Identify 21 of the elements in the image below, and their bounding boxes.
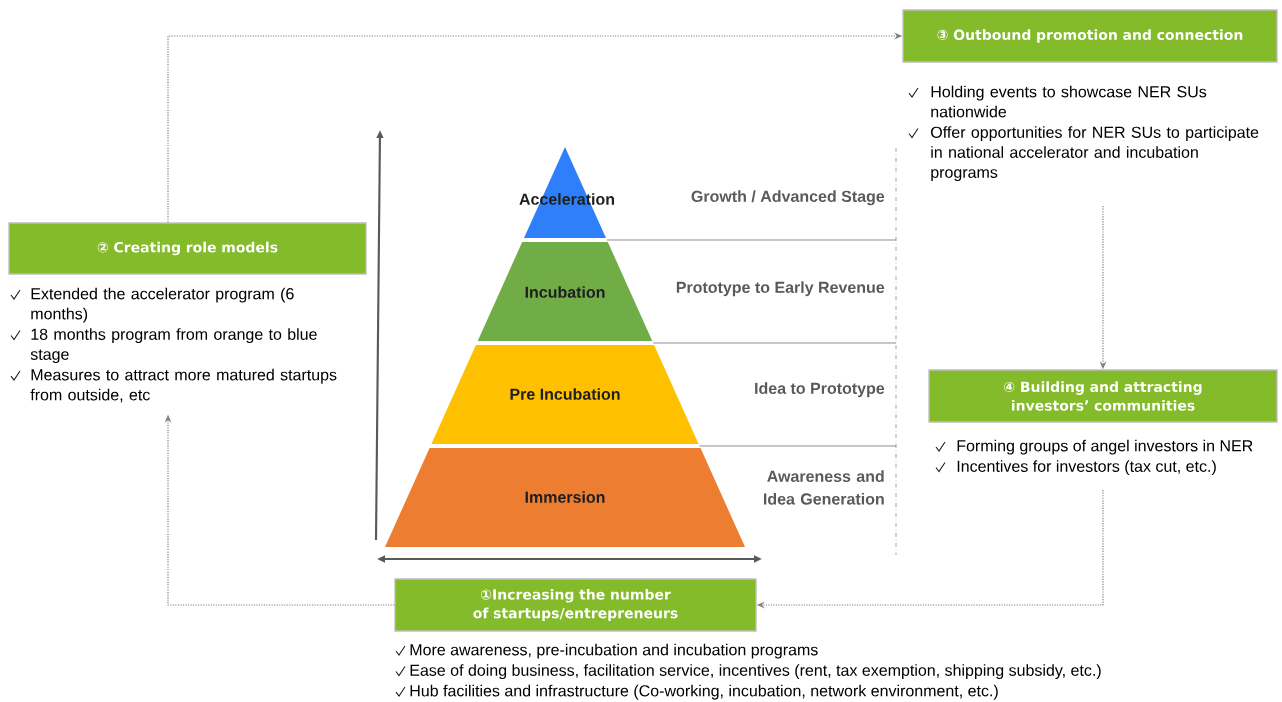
pyramid-tier: Incubation — [477, 242, 653, 341]
pyramid-tier: Immersion — [385, 448, 745, 547]
checklist-item: Incentives for investors (tax cut, etc.) — [935, 460, 1216, 476]
checklist-item: Offer opportunities for NER SUs to participate in national accelerator and incubation programs — [908, 126, 1259, 182]
heading-box: ③ Outbound promotion and connection — [902, 9, 1278, 63]
stage-label: Idea to Prototype — [755, 382, 885, 398]
stage-label: Prototype to Early Revenue — [676, 281, 885, 297]
heading-box: ④ Building and attracting investors’ communities — [928, 369, 1278, 423]
pyramid-tier: Pre Incubation — [431, 345, 699, 444]
checklist-item: Holding events to showcase NER SUs nationwide — [908, 85, 1207, 118]
checklist-item: Forming groups of angel investors in NER — [935, 439, 1253, 455]
checklist-item: More awareness, pre-incubation and incubation programs — [395, 643, 818, 659]
checklist-item: Measures to attract more matured startups from outside, etc — [10, 368, 337, 403]
heading-box: ② Creating role models — [8, 222, 367, 275]
stage-label: Awareness and Idea Generation — [764, 470, 884, 505]
checklist-item: 18 months program from orange to blue stage — [10, 328, 317, 364]
checklist-item: Extended the accelerator program (6 months) — [10, 287, 294, 323]
checklist-item: Ease of doing business, facilitation service, incentives (rent, tax exemption, shipping subsidy, etc.) — [395, 664, 1101, 680]
checklist-item: Hub facilities and infrastructure (Co-working, incubation, network environment, etc.) — [395, 684, 998, 700]
heading-box: ①Increasing the number of startups/entrepreneurs — [394, 578, 757, 632]
stage-label: Growth / Advanced Stage — [691, 190, 885, 206]
